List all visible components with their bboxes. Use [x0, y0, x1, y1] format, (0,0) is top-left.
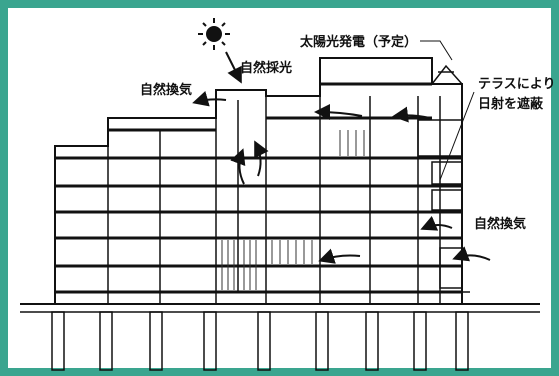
label-natural-ventilation-right: 自然換気: [474, 216, 526, 232]
vent-up-right: [254, 140, 269, 177]
sun-icon: [198, 18, 230, 50]
vent-roof-out: [314, 104, 363, 121]
vent-up-center: [230, 148, 246, 185]
solar-panel: [431, 64, 463, 85]
label-terrace-line1: テラスにより: [478, 77, 555, 92]
label-natural-light: 自然採光: [240, 60, 292, 76]
walls: [107, 96, 441, 304]
label-natural-ventilation-top: 自然換気: [140, 82, 192, 98]
airflow-arrows: [192, 51, 491, 264]
terraces: [417, 119, 470, 293]
label-solar-power: 太陽光発電（予定）: [299, 34, 417, 50]
piles: [51, 311, 469, 371]
vent-terrace-in: [392, 106, 431, 123]
leader-lines: [420, 40, 475, 181]
atrium-hatch: [221, 130, 365, 290]
vent-floor-flow: [318, 248, 361, 264]
light-arrow: [225, 51, 242, 84]
vent-out-top-left: [192, 91, 227, 107]
vent-mid-right: [420, 215, 453, 231]
label-terrace-line2: 日射を遮蔽: [478, 96, 544, 112]
ground-and-piles: [20, 303, 540, 371]
vent-low-right: [452, 246, 491, 262]
